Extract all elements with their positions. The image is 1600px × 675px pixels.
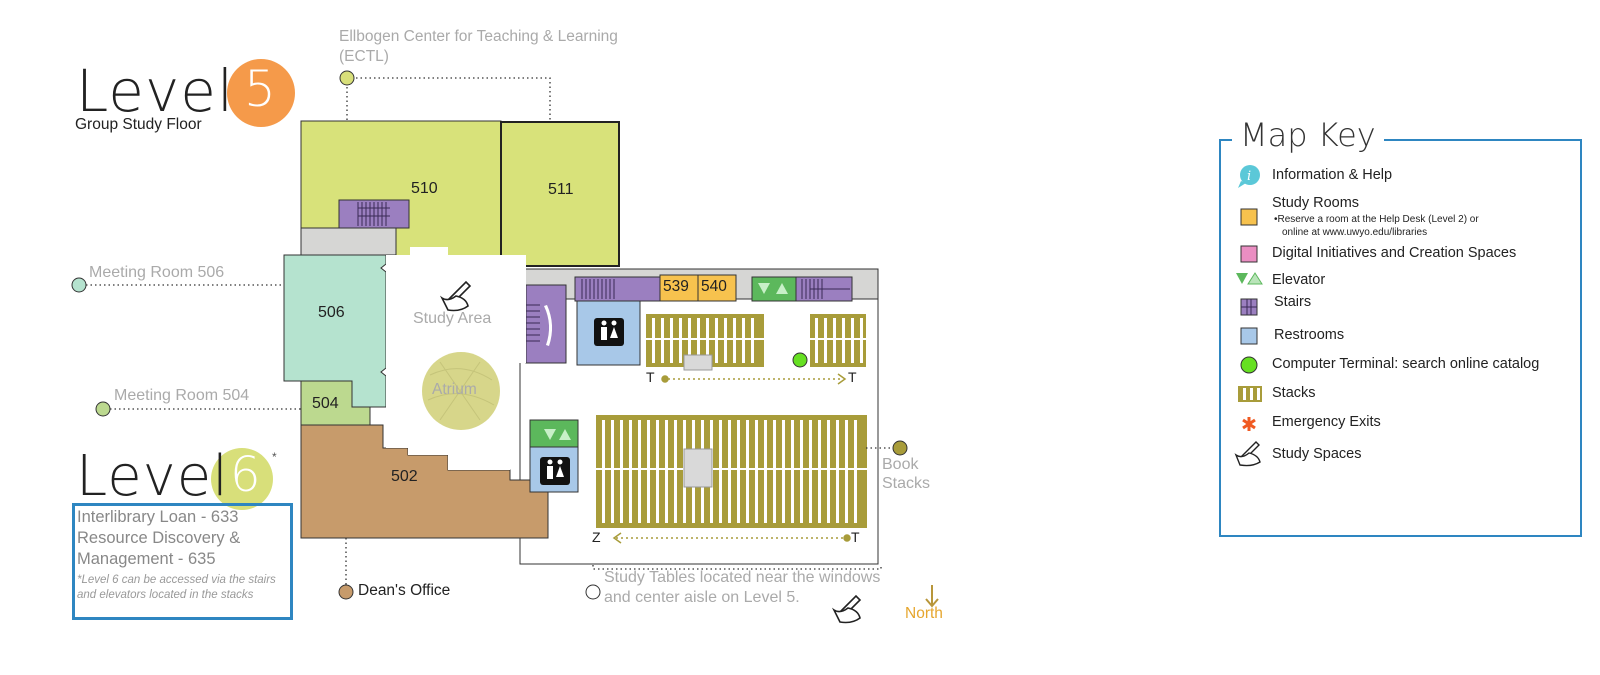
book-stacks-marker[interactable]: [892, 440, 908, 456]
level6-info-box: [72, 503, 293, 620]
study-tables-label: Study Tables located near the windows: [604, 569, 881, 586]
stack-letter-t1: T: [646, 369, 655, 385]
elevator-up-icon: [559, 429, 571, 440]
room-511[interactable]: [500, 121, 620, 267]
key-item-info: Information & Help: [1272, 167, 1393, 183]
map-key-box: [1219, 139, 1582, 537]
key-item-study-spaces: Study Spaces: [1272, 446, 1362, 462]
meeting506-label: Meeting Room 506: [89, 264, 225, 281]
level6-circle: [211, 448, 273, 510]
key-item-restrooms: Restrooms: [1274, 327, 1345, 343]
book-stacks-label-line2: Stacks: [882, 475, 931, 492]
stacks-north-west: [646, 314, 764, 371]
study-area-label: Study Area: [413, 310, 492, 327]
stacks-range-north: [661, 373, 847, 385]
room-511-label: 511: [548, 181, 574, 198]
room-506-label: 506: [318, 304, 345, 321]
key-item-terminal: Computer Terminal: search online catalog: [1272, 356, 1540, 372]
deans-office-marker[interactable]: [338, 584, 354, 600]
stair-divider: [544, 305, 553, 346]
elevator-down-icon: [758, 283, 770, 294]
study-space-icon: [831, 594, 862, 624]
ectl-marker[interactable]: [339, 70, 355, 86]
level6-info: Interlibrary Loan - 633 Resource Discove…: [77, 507, 240, 570]
room-539[interactable]: [659, 274, 699, 302]
stairs-north: [574, 276, 661, 302]
room-540-label: 540: [701, 278, 727, 295]
stack-letter-t2: T: [848, 369, 857, 385]
book-stacks-label: Book: [882, 456, 919, 473]
deans-office-label: Dean's Office: [358, 582, 451, 599]
level6-word: Level: [76, 444, 229, 509]
room-502-label: 502: [391, 468, 418, 485]
callout-leaders: [86, 77, 893, 585]
ectl-label: Ellbogen Center for Teaching & Learning: [339, 28, 618, 45]
level6-number: 6: [230, 447, 261, 503]
elevator-up-icon: [776, 283, 788, 294]
elevator-down-icon: [544, 429, 556, 440]
elevator-south: [529, 419, 579, 448]
study-tables-marker[interactable]: [585, 584, 601, 600]
room-539-label: 539: [663, 278, 689, 295]
key-item-elevator: Elevator: [1272, 272, 1326, 288]
key-item-digital: Digital Initiatives and Creation Spaces: [1272, 245, 1517, 261]
level6-line3: Management - 635: [77, 550, 216, 568]
level5-word: Level: [76, 57, 235, 125]
study-space-icon: [439, 280, 472, 312]
elevator-north: [751, 276, 797, 302]
restroom-north-icon: [594, 318, 624, 346]
stacks-south: [596, 415, 867, 528]
room-510-label: 510: [411, 180, 438, 197]
study-tables-label-line2: and center aisle on Level 5.: [604, 589, 800, 606]
room-504-label: 504: [312, 395, 339, 412]
level6-asterisk: *: [272, 450, 277, 464]
map-key-title: Map Key: [1232, 116, 1384, 154]
atrium-label: Atrium: [432, 381, 477, 398]
stacks-north-east: [810, 314, 866, 367]
meeting504-label: Meeting Room 504: [114, 387, 250, 404]
restroom-south-icon: [540, 457, 570, 485]
corridor-grey: [300, 227, 397, 256]
stack-letter-t3: T: [851, 529, 860, 545]
level6-line2: Resource Discovery &: [77, 529, 241, 547]
level5-circle: [227, 59, 295, 127]
level6-note: *Level 6 can be accessed via the stairs …: [77, 574, 276, 601]
stairs-center: [525, 284, 567, 364]
stacks-range-south: [612, 532, 851, 544]
north-label: North: [905, 605, 943, 622]
key-item-exits: Emergency Exits: [1272, 414, 1381, 430]
level5-subtitle: Group Study Floor: [75, 116, 202, 133]
level6-line1: Interlibrary Loan - 633: [77, 508, 239, 526]
ectl-label-line2: (ECTL): [339, 48, 389, 65]
key-study-note-1: •Reserve a room at the Help Desk (Level …: [1274, 214, 1479, 225]
stack-letter-z: Z: [592, 529, 601, 545]
key-study-note-2: online at www.uwyo.edu/libraries: [1282, 227, 1428, 238]
atrium: [422, 352, 500, 430]
level5-number: 5: [244, 60, 276, 118]
computer-terminal-icon[interactable]: [792, 352, 808, 368]
key-item-study-rooms: Study Rooms: [1272, 195, 1360, 211]
room-540[interactable]: [697, 274, 737, 302]
meeting504-marker[interactable]: [95, 401, 111, 417]
meeting506-marker[interactable]: [71, 277, 87, 293]
key-item-stacks: Stacks: [1272, 385, 1316, 401]
key-item-stairs: Stairs: [1274, 294, 1312, 310]
north-arrow-icon: [925, 585, 939, 608]
